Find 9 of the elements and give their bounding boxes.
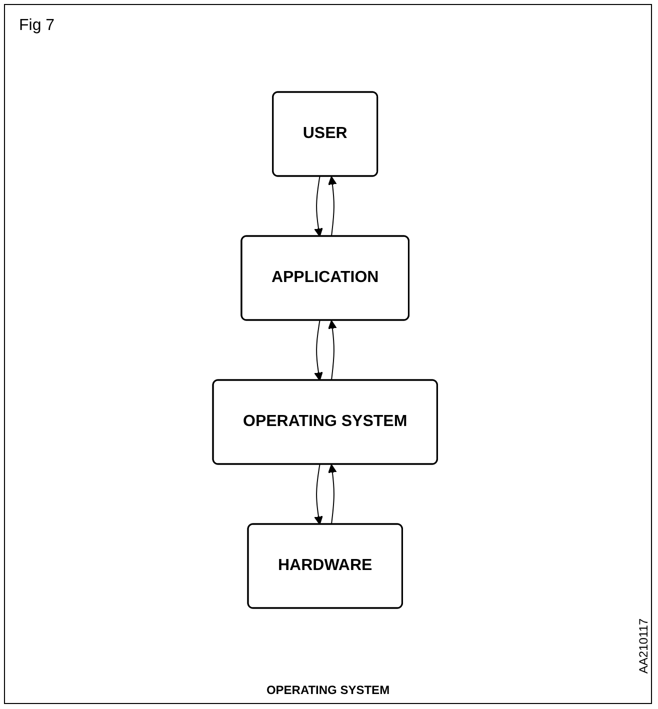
figure-title: Fig 7 [19,17,55,35]
figure-caption: OPERATING SYSTEM [265,683,391,697]
arrow [328,176,337,237]
arrow [314,464,323,525]
arrow [328,464,337,525]
arrow [314,176,323,237]
reference-code: AA210117 [636,618,650,674]
arrow [328,320,337,381]
arrow [314,320,323,381]
